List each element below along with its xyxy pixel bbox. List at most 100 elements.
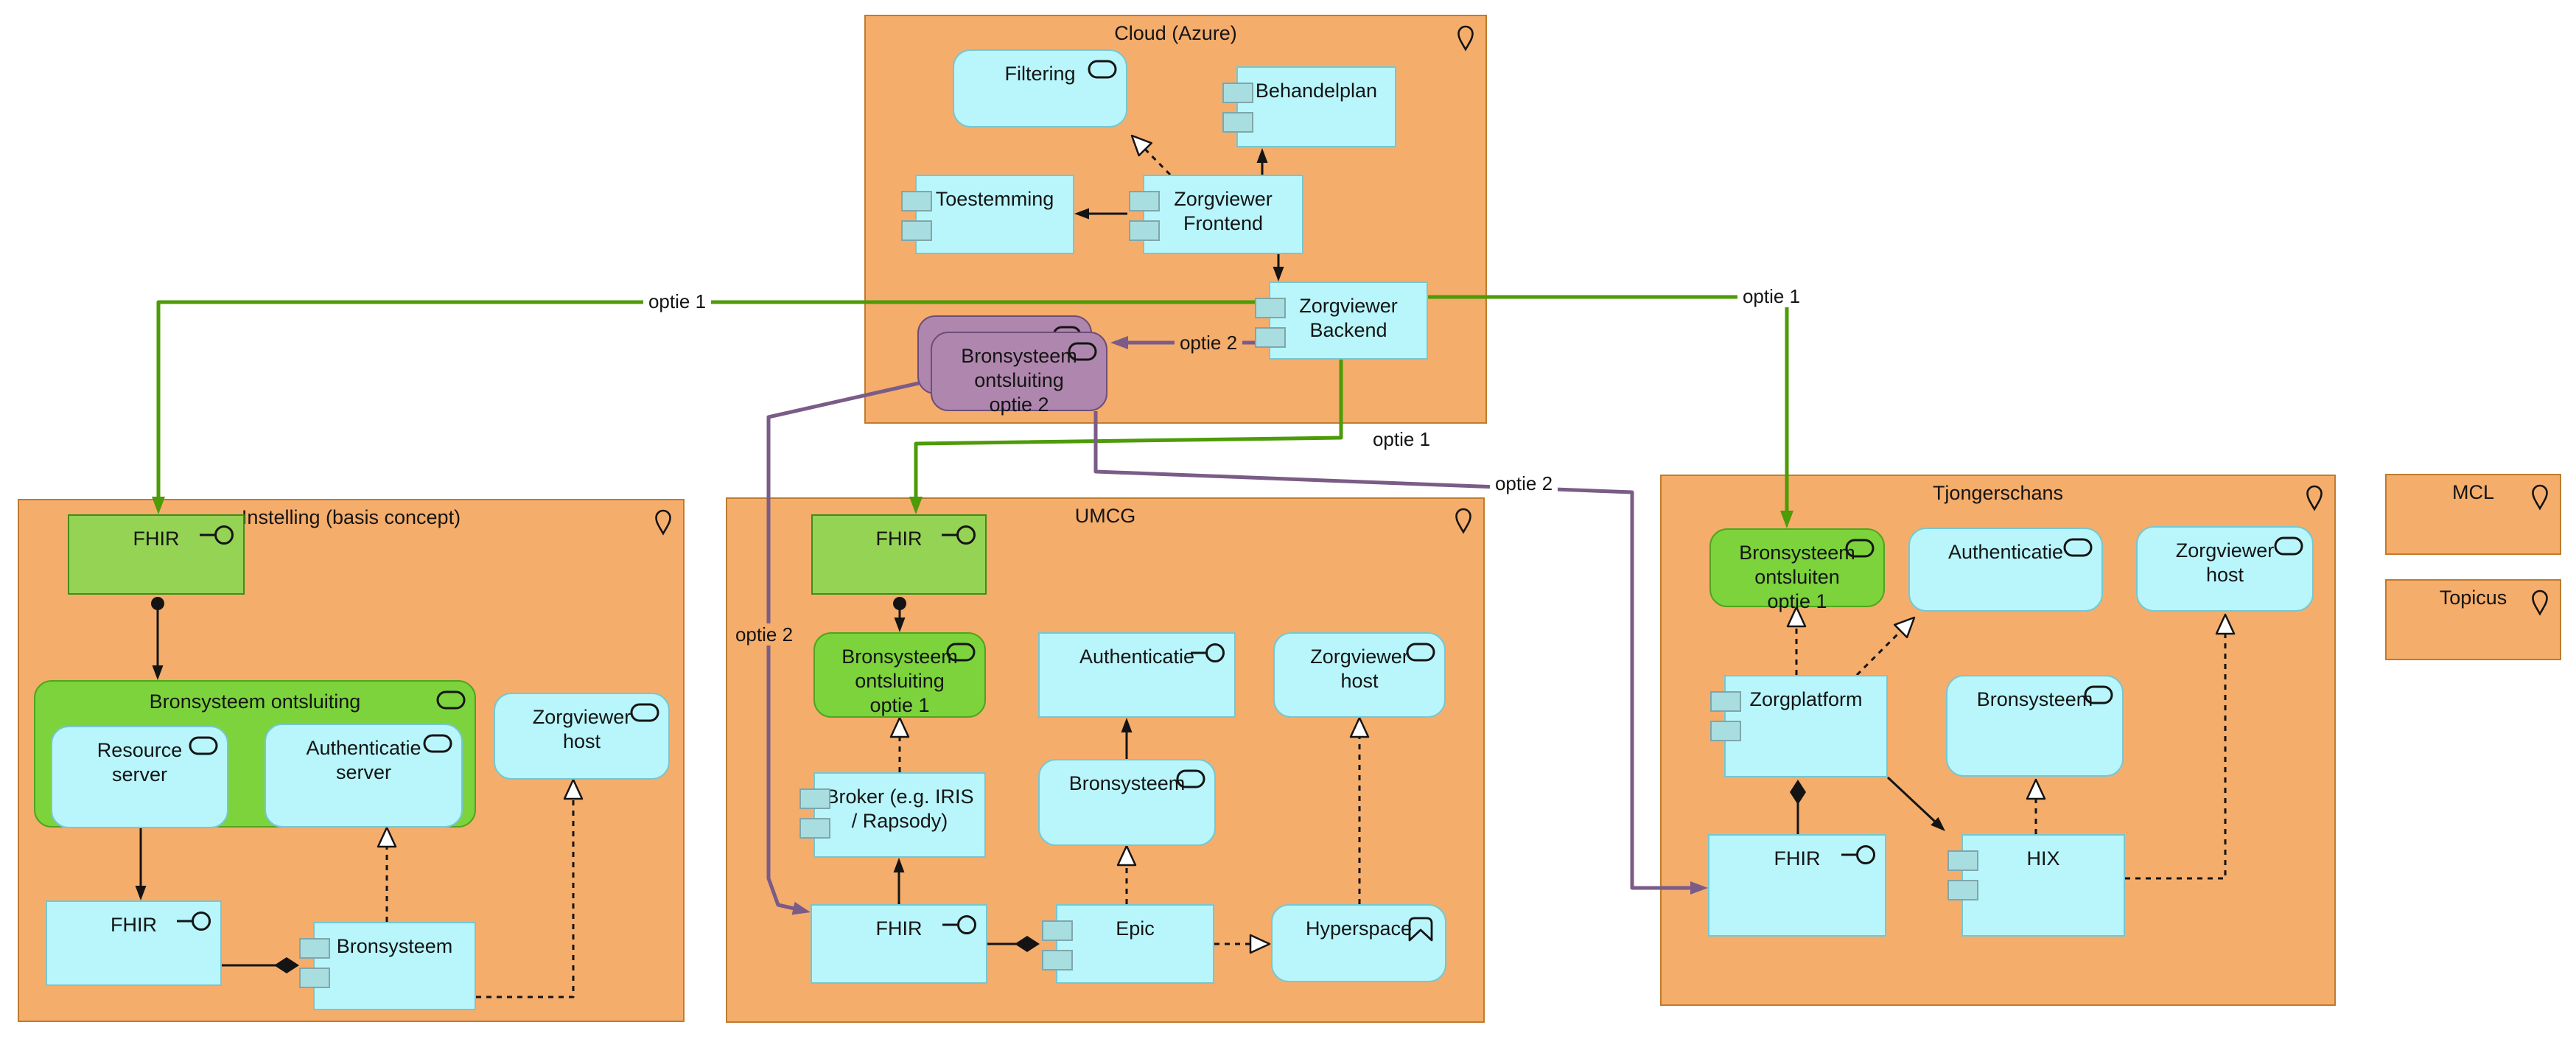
node-fhir-umcg-bottom[interactable]: FHIR (811, 904, 987, 984)
node-toestemming[interactable]: Toestemming (901, 175, 1074, 254)
group-title-cloud: Cloud (Azure) (1114, 22, 1237, 44)
node-fhir-umcg-top[interactable]: FHIR (811, 514, 987, 595)
group-title-instelling: Instelling (basis concept) (241, 506, 461, 528)
edge-label-optie1-right[interactable]: optie 1 (1737, 285, 1806, 307)
component-tabs-icon (901, 191, 932, 211)
node-label-bronsysteem-ontsluiting-container: Bronsysteem ontsluiting (149, 690, 361, 713)
node-label-zorgplatform: Zorgplatform (1749, 688, 1863, 710)
node-label-behandelplan: Behandelplan (1255, 80, 1378, 102)
node-bronsysteem-umcg[interactable]: Bronsysteem (1038, 759, 1216, 846)
component-tabs-icon (1129, 220, 1160, 241)
group-title-mcl: MCL (2451, 481, 2494, 503)
component-tabs-icon (1710, 691, 1741, 712)
application-icon (2063, 538, 2093, 557)
location-pin-icon (2532, 484, 2548, 511)
location-pin-icon (1457, 25, 1474, 52)
edge-label-optie2-right[interactable]: optie 2 (1489, 472, 1558, 494)
node-hyperspace[interactable]: Hyperspace (1271, 904, 1446, 982)
node-fhir-tj[interactable]: FHIR (1708, 834, 1886, 937)
bookmark-icon (1408, 917, 1433, 942)
node-label-bronsysteem-tj: Bronsysteem (1976, 688, 2093, 710)
node-label-epic: Epic (1116, 917, 1155, 940)
application-icon (1088, 60, 1117, 79)
node-label-fhir-instelling-bottom: FHIR (111, 914, 157, 936)
node-label-bronsysteem-instelling: Bronsysteem (336, 935, 453, 957)
edge-label-optie2-cloud[interactable]: optie 2 (1174, 332, 1243, 354)
node-epic[interactable]: Epic (1042, 904, 1214, 984)
interface-lollipop-icon (1841, 845, 1875, 864)
location-pin-icon (1455, 508, 1471, 534)
application-icon (1176, 769, 1205, 788)
node-bronsysteem-tj[interactable]: Bronsysteem (1946, 675, 2124, 777)
component-tabs-icon (799, 788, 830, 809)
component-tabs-icon (799, 818, 830, 839)
node-label-broker: Broker (e.g. IRIS/ Rapsody) (825, 786, 974, 832)
application-icon (189, 736, 218, 755)
node-fhir-instelling-bottom[interactable]: FHIR (46, 900, 222, 986)
node-label-fhir-umcg-bottom: FHIR (875, 917, 923, 940)
application-icon (2084, 685, 2113, 704)
component-tabs-icon (299, 968, 330, 988)
component-tabs-icon (1042, 920, 1073, 941)
component-tabs-icon (1710, 721, 1741, 741)
node-behandelplan[interactable]: Behandelplan (1222, 66, 1396, 147)
component-tabs-icon (901, 220, 932, 241)
node-hix[interactable]: HIX (1947, 834, 2125, 937)
node-label-filtering: Filtering (1004, 63, 1076, 85)
location-pin-icon (655, 509, 671, 536)
node-authenticatie-tj[interactable]: Authenticatie (1908, 528, 2103, 612)
node-zorgplatform[interactable]: Zorgplatform (1710, 675, 1888, 777)
node-label-fhir-instelling-top: FHIR (133, 528, 180, 550)
node-label-fhir-tj: FHIR (1774, 847, 1821, 870)
node-broker[interactable]: Broker (e.g. IRIS/ Rapsody) (799, 772, 986, 858)
edge-label-optie2-umcg[interactable]: optie 2 (729, 623, 799, 646)
component-tabs-icon (1255, 298, 1286, 318)
application-icon (1068, 342, 1097, 361)
interface-lollipop-icon (200, 525, 234, 545)
edge-label-optie1-mid[interactable]: optie 1 (1367, 428, 1436, 450)
component-tabs-icon (1947, 850, 1978, 871)
component-tabs-icon (1129, 191, 1160, 211)
application-icon (946, 643, 976, 662)
node-label-toestemming: Toestemming (935, 188, 1054, 210)
node-fhir-instelling-top[interactable]: FHIR (68, 514, 245, 595)
component-tabs-icon (1222, 112, 1253, 133)
interface-lollipop-icon (942, 915, 976, 934)
application-icon (1406, 643, 1435, 662)
interface-lollipop-icon (1191, 643, 1225, 662)
edge-label-optie1-left[interactable]: optie 1 (643, 290, 712, 312)
node-bronsysteem-instelling[interactable]: Bronsysteem (299, 922, 476, 1010)
node-label-hix: HIX (2026, 847, 2060, 870)
location-pin-icon (2532, 590, 2548, 616)
group-mcl[interactable]: MCL (2385, 474, 2561, 555)
node-authenticatie-umcg[interactable]: Authenticatie (1038, 632, 1236, 718)
interface-lollipop-icon (177, 912, 211, 931)
group-topicus[interactable]: Topicus (2385, 579, 2561, 660)
interface-lollipop-icon (942, 525, 976, 545)
component-tabs-icon (1947, 880, 1978, 900)
application-icon (2274, 536, 2303, 556)
node-label-hyperspace: Hyperspace (1305, 917, 1413, 940)
application-icon (1845, 539, 1875, 558)
application-icon (630, 703, 659, 722)
node-filtering[interactable]: Filtering (953, 49, 1127, 127)
component-tabs-icon (299, 938, 330, 959)
application-icon (436, 690, 466, 710)
